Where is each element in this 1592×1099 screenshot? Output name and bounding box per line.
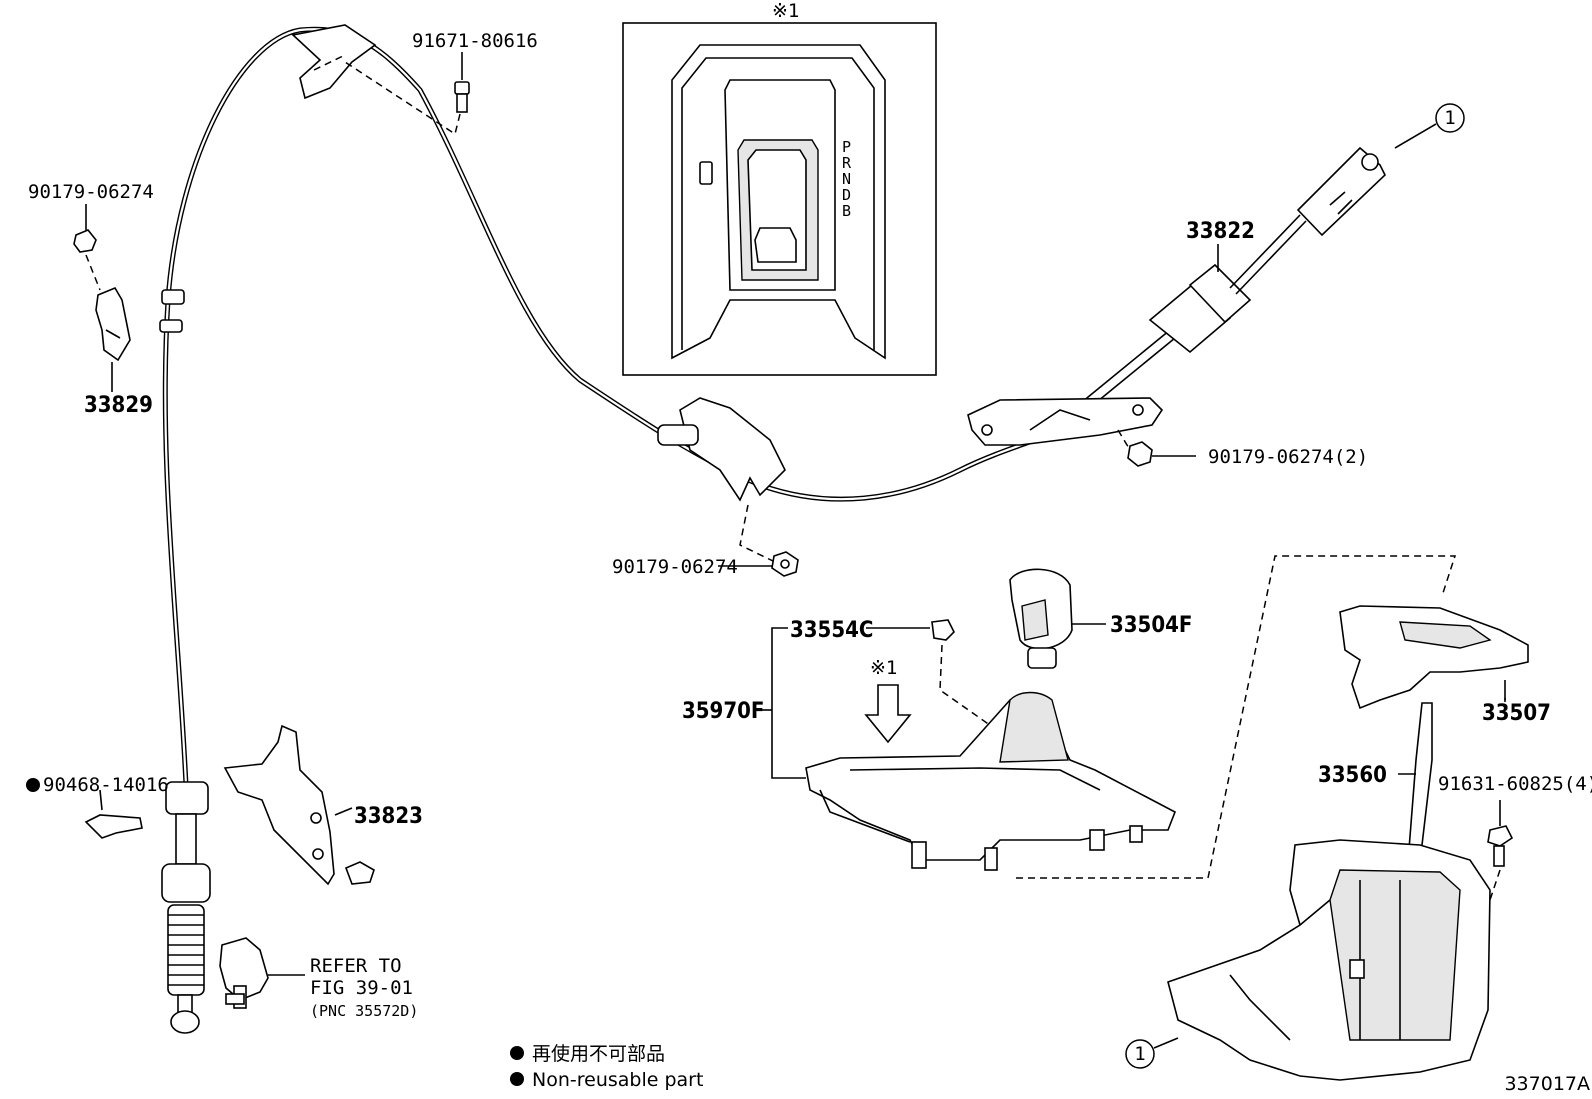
label-33822: 33822 [1186,219,1255,244]
svg-text:N: N [842,170,851,188]
label-90468-14016: 90468-14016 [43,774,169,796]
legend-bullet-jp [510,1046,524,1060]
cable-mid-bracket [657,397,786,563]
cable-bracket-plate [967,397,1164,451]
bracket-33823 [223,724,375,886]
bolt-91631-60825 [1487,800,1514,901]
legend-en: Non-reusable part [532,1069,703,1091]
clip-90468-14016 [84,789,143,839]
nut-90179-06274-right [1127,441,1196,467]
svg-text:B: B [842,202,851,220]
refer-line-2: FIG 39-01 [310,977,413,999]
inset-note-mark: ※1 [772,0,799,22]
label-90179-06274-mid: 90179-06274 [612,556,738,578]
label-90179-06274-left: 90179-06274 [28,181,154,203]
refer-line-1: REFER TO [310,955,402,977]
label-33560: 33560 [1318,763,1387,788]
bracket-line-35970f [771,627,806,779]
label-91671-80616: 91671-80616 [412,30,538,52]
svg-text:1: 1 [1134,1043,1145,1065]
assembly-dash-outline [1016,555,1457,879]
svg-text:R: R [842,154,852,172]
legend-jp: 再使用不可部品 [532,1043,665,1065]
label-90179-06274-2: 90179-06274(2) [1208,446,1368,468]
view-arrow [864,684,912,744]
svg-text:1: 1 [1444,107,1455,129]
label-33554c: 33554C [790,618,873,643]
label-91631-60825: 91631-60825(4) [1438,773,1592,795]
refer-line-3: (PNC 35572D) [310,1002,418,1020]
shift-cable-33822 [159,24,1062,786]
inset-shift-gate-view: P R N D B [622,22,937,376]
bracket-35572d [219,937,305,1009]
label-33823: 33823 [354,804,423,829]
callout-circle-bottom: 1 [1125,1037,1179,1069]
label-33829: 33829 [84,393,153,418]
svg-text:P: P [842,138,851,156]
clip-33829 [73,229,131,362]
arrow-note-mark: ※1 [870,657,897,679]
callout-circle-top: 1 [1394,103,1465,149]
nut-90179-06274-mid [718,551,799,577]
bolt-91671-80616 [344,61,470,136]
console-35970f [805,691,1177,871]
non-reusable-marker [26,778,40,792]
cable-boot [167,904,205,996]
label-33504f: 33504F [1110,613,1192,638]
shift-knob-33504f [1009,568,1106,669]
gate-letters: P R N D B [842,138,852,220]
shift-lever-33560 [1398,702,1433,863]
cable-lower-end [161,781,211,1034]
figure-id: 337017A [1504,1073,1590,1095]
shift-cable-end-33822 [1059,146,1386,429]
label-35970f: 35970F [682,699,764,724]
label-33507: 33507 [1482,701,1551,726]
shift-lever-assembly-base [1167,839,1491,1081]
legend-bullet-en [510,1072,524,1086]
indicator-housing-33507 [1339,605,1529,710]
svg-text:D: D [842,186,851,204]
legend: 再使用不可部品 Non-reusable part [510,1043,703,1091]
